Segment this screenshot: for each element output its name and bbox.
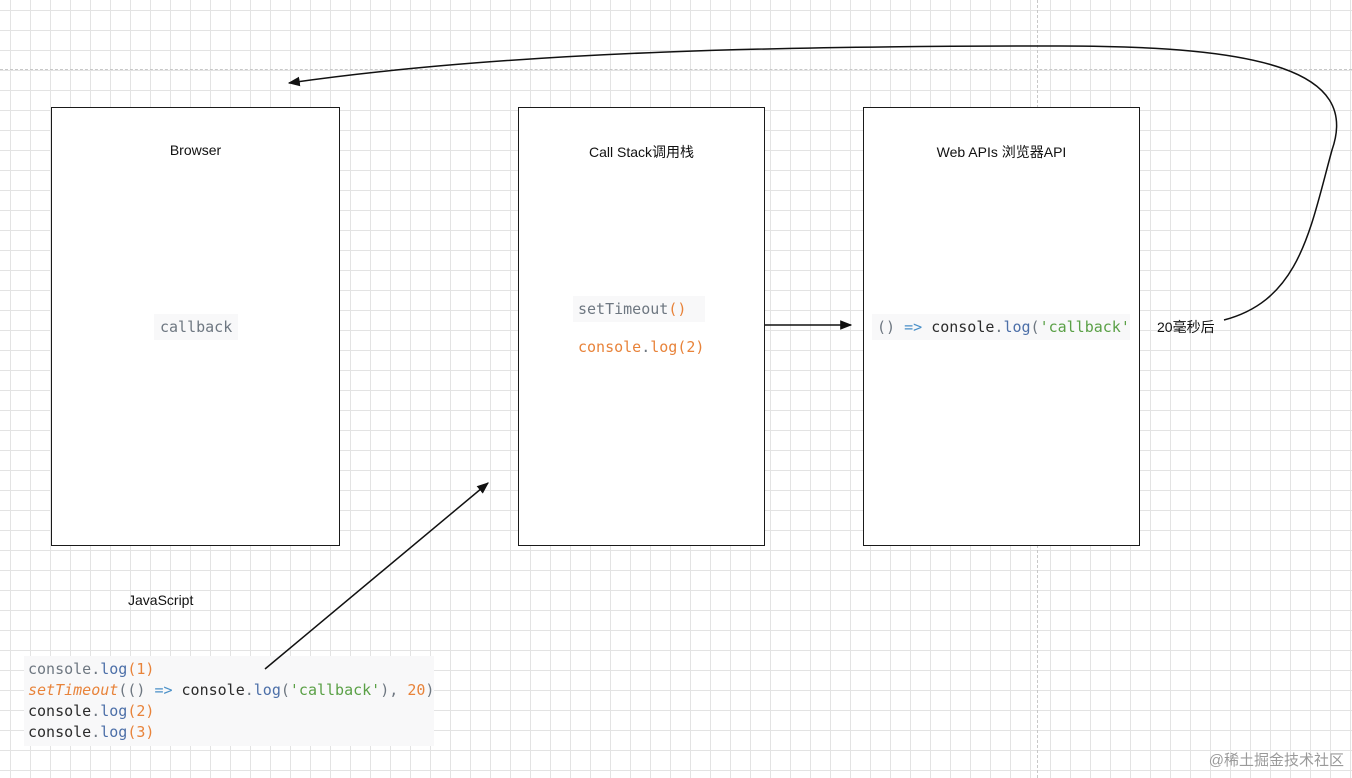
code-line-1-close: ): [145, 660, 155, 678]
code-line-4: console.log(3): [28, 723, 154, 741]
code-line-2: setTimeout(() => console.log('callback')…: [28, 681, 434, 699]
code-line-4-arg: 3: [136, 723, 146, 741]
code-line-1-dot: .: [91, 660, 101, 678]
code-line-3-obj: console: [28, 702, 92, 720]
code-line-1-obj: console: [28, 660, 92, 678]
code-line-2-close2: ),: [380, 681, 399, 699]
code-line-2-string: 'callback': [289, 681, 381, 699]
call-stack-title: Call Stack调用栈: [588, 144, 695, 160]
handler-open: (: [1030, 318, 1040, 336]
stack-frame-console-log: console.log(2): [578, 338, 704, 356]
code-line-2-parens: (): [127, 681, 146, 699]
code-line-1-open: (: [127, 660, 137, 678]
code-line-2-dot: .: [244, 681, 254, 699]
timer-label: 20毫秒后: [1157, 319, 1215, 335]
browser-queued-callback: callback: [160, 318, 233, 336]
source-code-background: [24, 656, 434, 746]
code-line-4-dot: .: [91, 723, 101, 741]
call-stack-panel: Call Stack调用栈 setTimeout() console.log(2…: [518, 107, 765, 546]
code-line-3-open: (: [127, 702, 137, 720]
stack-frame-log-dot: .: [641, 338, 651, 356]
watermark: @稀土掘金技术社区: [1208, 752, 1344, 769]
code-line-3-method: log: [100, 702, 128, 720]
browser-panel: Browser callback: [51, 107, 340, 546]
web-api-handler: () => console.log('callback': [877, 318, 1130, 336]
arrow-web-apis-to-browser: [287, 45, 1338, 321]
code-line-2-open: (: [118, 681, 128, 699]
code-line-2-method: log: [253, 681, 281, 699]
code-line-4-close: ): [145, 723, 155, 741]
stack-frame-settimeout-name: setTimeout: [578, 300, 669, 318]
browser-callback-highlight: [154, 314, 238, 340]
web-api-handler-highlight: [872, 314, 1130, 340]
handler-parens: (): [877, 318, 896, 336]
code-line-1: console.log(1): [28, 660, 154, 678]
web-apis-title: Web APIs 浏览器API: [936, 144, 1067, 160]
code-line-3-close: ): [145, 702, 155, 720]
stack-frame-settimeout-parens: (): [668, 300, 687, 318]
handler-arrow: =>: [904, 318, 923, 336]
code-line-3: console.log(2): [28, 702, 154, 720]
stack-frame-log-args: (2): [677, 338, 705, 356]
handler-obj: console: [931, 318, 995, 336]
javascript-label: JavaScript: [128, 592, 194, 608]
code-line-2-open2: (: [280, 681, 290, 699]
code-line-4-method: log: [100, 723, 128, 741]
code-line-2-close: ): [425, 681, 435, 699]
stack-frame-highlight: [573, 296, 705, 322]
code-line-2-delay: 20: [407, 681, 426, 699]
stack-frame-settimeout: setTimeout(): [578, 300, 686, 318]
code-line-2-fn: setTimeout: [28, 681, 119, 699]
code-line-2-arrow: =>: [154, 681, 173, 699]
stack-frame-log-method: log: [650, 338, 678, 356]
web-apis-panel: Web APIs 浏览器API () => console.log('callb…: [863, 107, 1140, 546]
code-line-2-obj: console: [181, 681, 245, 699]
code-line-4-obj: console: [28, 723, 92, 741]
handler-method: log: [1003, 318, 1031, 336]
guide-line-horizontal: [0, 69, 1352, 70]
browser-title: Browser: [169, 142, 222, 158]
code-line-3-dot: .: [91, 702, 101, 720]
code-line-3-arg: 2: [136, 702, 146, 720]
code-line-1-arg: 1: [136, 660, 146, 678]
handler-dot: .: [994, 318, 1004, 336]
handler-string: 'callback': [1039, 318, 1130, 336]
arrow-code-to-call-stack: [264, 482, 489, 670]
stack-frame-log-obj: console: [578, 338, 642, 356]
code-line-4-open: (: [127, 723, 137, 741]
code-line-1-method: log: [100, 660, 128, 678]
